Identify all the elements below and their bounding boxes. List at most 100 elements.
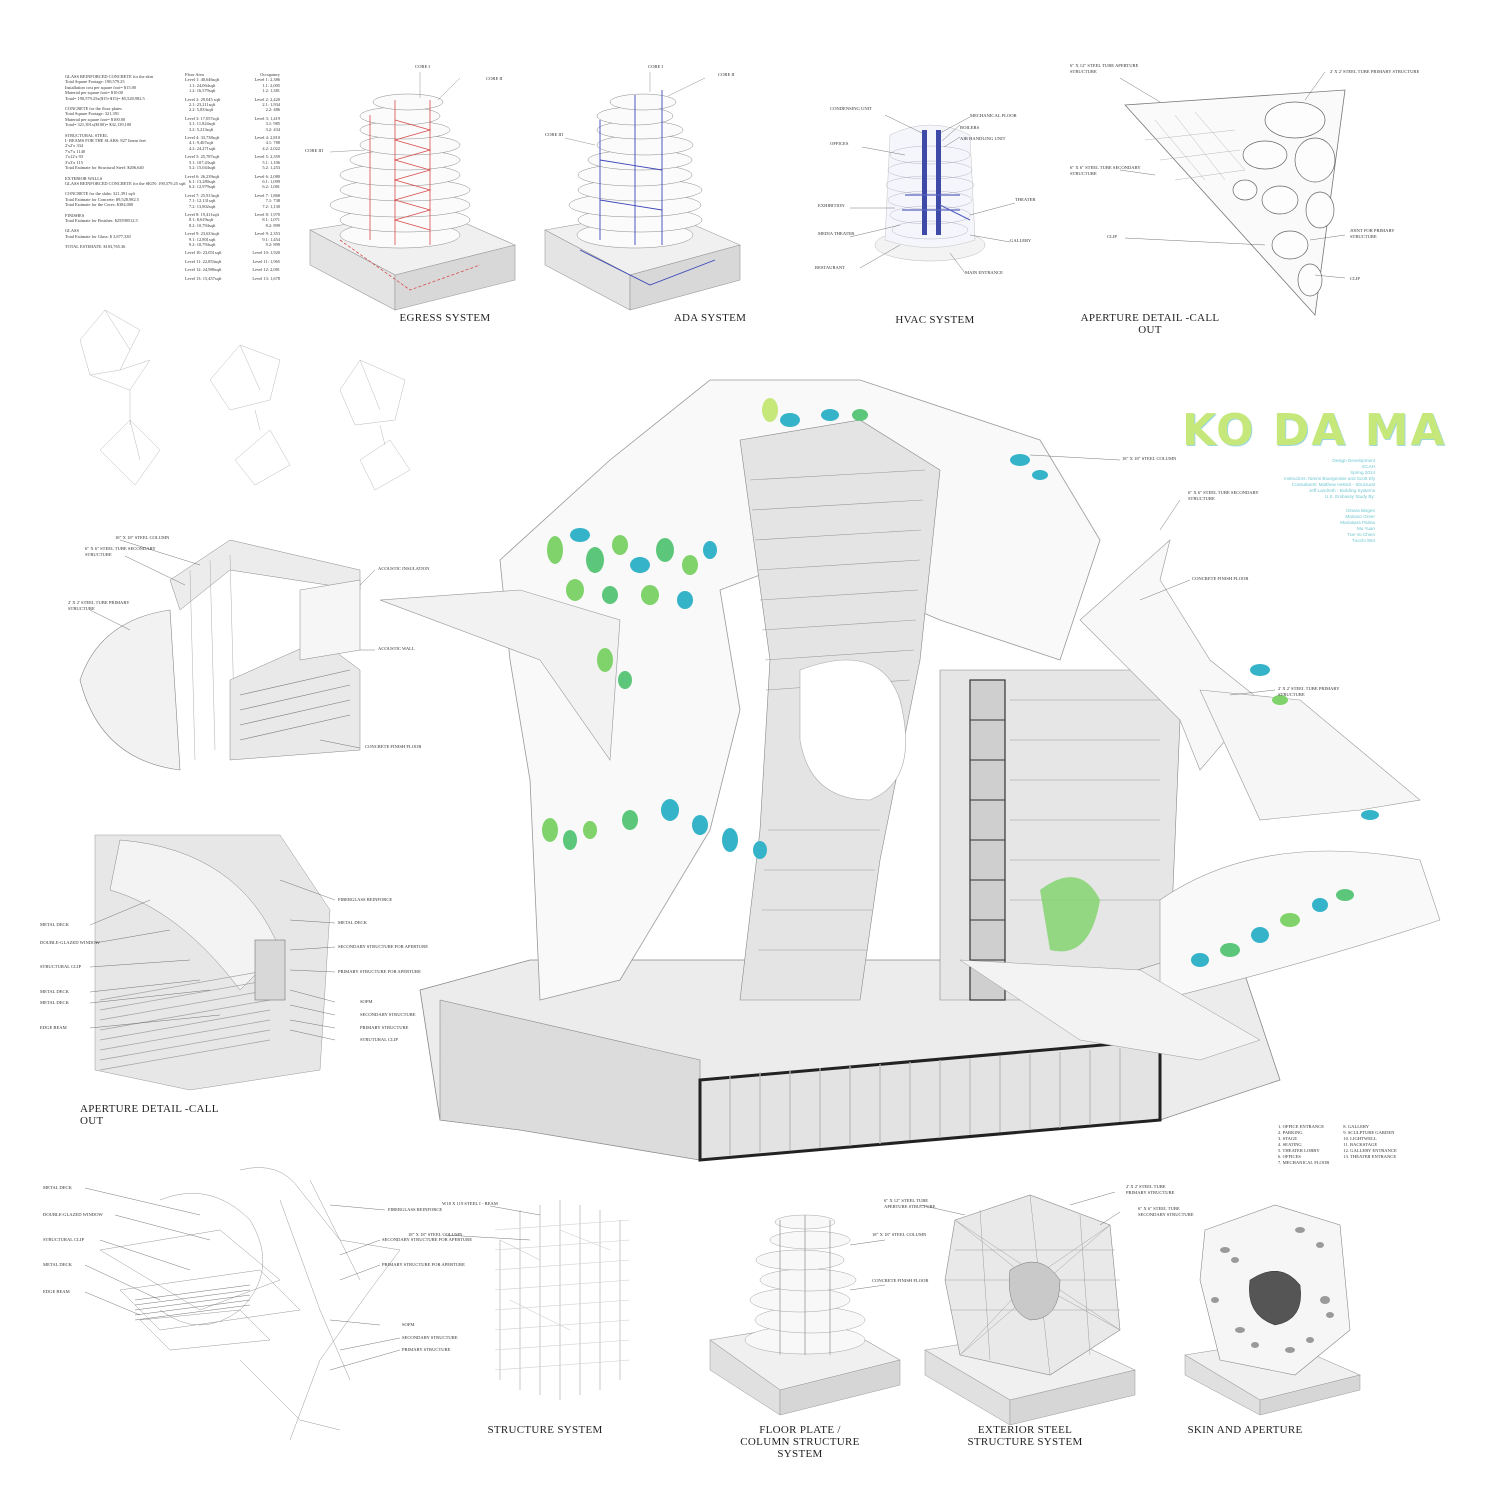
area-cell: Level 13: 15,457sqft [185, 275, 222, 281]
theater-label-primary: 2' X 2' STEEL TUBE PRIMARY STRUCTURE [68, 600, 130, 611]
occupancy-cell: Level 1: 2,386 [254, 77, 280, 83]
main-label-primary: 2' X 2' STEEL TUBE PRIMARY STRUCTURE [1278, 686, 1340, 697]
hvac-label-restaurant: RESTAURANT [815, 265, 846, 270]
area-cell: 5.2: 15,044sqft [189, 165, 216, 171]
estimate-line: Total Estimate for Structural Steel: $20… [65, 165, 144, 171]
estimate-line: TOTAL ESTIMATE: $103,765.36 [65, 244, 126, 250]
area-cell: 7.2: 13,802sqft [189, 203, 216, 209]
exterior-steel-diagram [920, 1180, 1180, 1430]
credit-line: Spring 2014 [1350, 470, 1375, 475]
structure-label-ibeam: W18 X 119 STEEL I - BEAM [442, 1201, 498, 1206]
line-label-window: DOUBLE-GLAZED WINDOW [43, 1212, 103, 1217]
aperture-mid-caption: APERTURE DETAIL -CALL OUT [80, 1103, 219, 1127]
ada-system-diagram: CORE I CORE II CORE III [540, 60, 750, 315]
table-row: 2.2: 5,833sqft 2.2: 486 [185, 107, 280, 112]
estimate-line: 3'x3'x 115 [65, 159, 83, 165]
occupancy-cell: 8.2: 899 [265, 222, 280, 228]
occupancy-cell: 4.1: 788 [265, 140, 280, 146]
occupancy-cell: 7.1: 738 [265, 198, 280, 204]
author-name: Tue Vo Chien [1347, 532, 1375, 537]
area-cell: 2.1: 23,211sqft [189, 102, 216, 108]
area-cell: Level 6: 26,239sqft [185, 173, 220, 179]
ada-label-core-2: CORE II [718, 72, 735, 77]
line-label-secondary: SECONDARY STRUCTURE [402, 1335, 458, 1340]
legend-item: 8. GALLERY [1343, 1124, 1370, 1129]
estimate-line: Total Square Footage: 321,391 [65, 111, 120, 117]
area-cell: Level 9: 23,633sqft [185, 231, 220, 237]
area-cell: 6.2: 12,979sqft [189, 184, 216, 190]
estimate-line: GLASS REINFORCED CONCRETE for the SKIN: … [65, 180, 186, 186]
area-cell: Level 3: 17,057sqft [185, 115, 220, 121]
area-cell: 6.1: 13,280sqft [189, 178, 216, 184]
area-cell: 4.1: 9,467sqft [189, 140, 214, 146]
egress-label-core-2: CORE II [486, 76, 503, 81]
wireframe-sketches [60, 300, 440, 500]
estimate-line: Material per square foot= $100.00 [65, 116, 126, 122]
credit-line: Jeff Landreth - Building Systems [1308, 488, 1375, 493]
occupancy-cell: Level 10: 1,920 [252, 250, 280, 256]
credit-line: U.S. Embassy Study By: [1324, 494, 1375, 499]
hvac-label-mechanical: MECHANICAL FLOOR [970, 113, 1017, 118]
aperture-mid-left-label-2: DOUBLE-GLAZED WINDOW [40, 940, 100, 945]
legend-item: 11. BACKSTAGE [1343, 1142, 1378, 1147]
table-row: Level 3: 17,057sqft Level 3: 1,419 [185, 116, 280, 121]
area-cell: Level 12: 24,986sqft [185, 267, 222, 273]
occupancy-cell: 2.2: 486 [265, 107, 280, 113]
estimate-line: Total Estimate for Glass: $ 3,877,330 [65, 233, 131, 239]
estimate-line: I- BEAMS FOR THE SLABS: 827 linear feet [65, 138, 146, 144]
area-cell: 1.1: 24,064sqft [189, 82, 216, 88]
floor-label-column: 18" X 18" STEEL COLUMN [872, 1232, 927, 1237]
occupancy-cell: Level 3: 1,419 [254, 115, 280, 121]
estimate-line: Total= 321,391x($100)= $32,139,100 [65, 122, 132, 128]
line-label-clip: STRUCTURAL CLIP [43, 1237, 85, 1242]
occupancy-cell: Level 9: 2,353 [254, 231, 280, 237]
main-label-steel-column: 18" X 18" STEEL COLUMN [1122, 456, 1177, 461]
aperture-mid-right-label-7: PRIMARY STRUCTURE [360, 1025, 409, 1030]
area-cell: Level 4: 33,738sqft [185, 135, 220, 141]
area-cell: Level 7: 25,913sqft [185, 192, 220, 198]
occupancy-cell: Level 12: 2,081 [252, 267, 280, 273]
area-cell: Level 11: 22,853sqft [185, 258, 222, 264]
legend-item: 1. OFFICE ENTRANCE [1278, 1124, 1325, 1129]
estimate-line: Total Estimate for Finishes: $25598512.5 [65, 217, 138, 223]
author-name: Tuochi Wet [1352, 538, 1375, 543]
aperture-mid-right-label-2: METAL DECK [338, 920, 367, 925]
hvac-label-theater: THEATER [1015, 197, 1036, 202]
occupancy-cell: 9.1: 1,454 [262, 236, 280, 242]
aperture-mid-left-label-3: STRUCTURAL CLIP [40, 964, 82, 969]
aperture-top-caption: APERTURE DETAIL -CALL OUT [1080, 312, 1220, 336]
estimate-line: GLASS REINFORCED CONCRETE for the skin [65, 74, 153, 79]
theater-section-detail: 18" X 18" STEEL COLUMN 6" X 6" STEEL TUB… [60, 530, 480, 800]
credit-line: Design Development [1332, 458, 1375, 463]
occupancy-cell: 5.1: 1,106 [262, 159, 280, 165]
area-cell: 1.2: 16,579sqft [189, 88, 216, 94]
credit-line: Consultants: Matthew Hettick - Structura… [1291, 482, 1375, 487]
estimate-line: 1'x12'x 93 [65, 154, 84, 160]
area-cell: 2.2: 5,833sqft [189, 107, 214, 113]
structure-label-column: 18" X 18" STEEL COLUMN [408, 1232, 463, 1237]
area-cell: Level 2: 29,045 sqft [185, 96, 221, 102]
hvac-label-exhibition: EXHIBITION [818, 203, 845, 208]
theater-label-column: 18" X 18" STEEL COLUMN [115, 535, 170, 540]
area-cell: 3.2: 5,213sqft [189, 126, 214, 132]
legend-item: 2. PARKING [1278, 1130, 1303, 1135]
estimate-line: Total Square Footage: 190,579.25 [65, 79, 125, 85]
area-header: Floor Area [185, 72, 204, 77]
table-row: 5.2: 15,044sqft 5.2: 1,253 [185, 165, 280, 170]
area-cell: 7.1: 12,131sqft [189, 198, 216, 204]
aperture-top-label-4: CLIP [1107, 234, 1117, 239]
occupancy-cell: 5.2: 1,253 [262, 165, 280, 171]
